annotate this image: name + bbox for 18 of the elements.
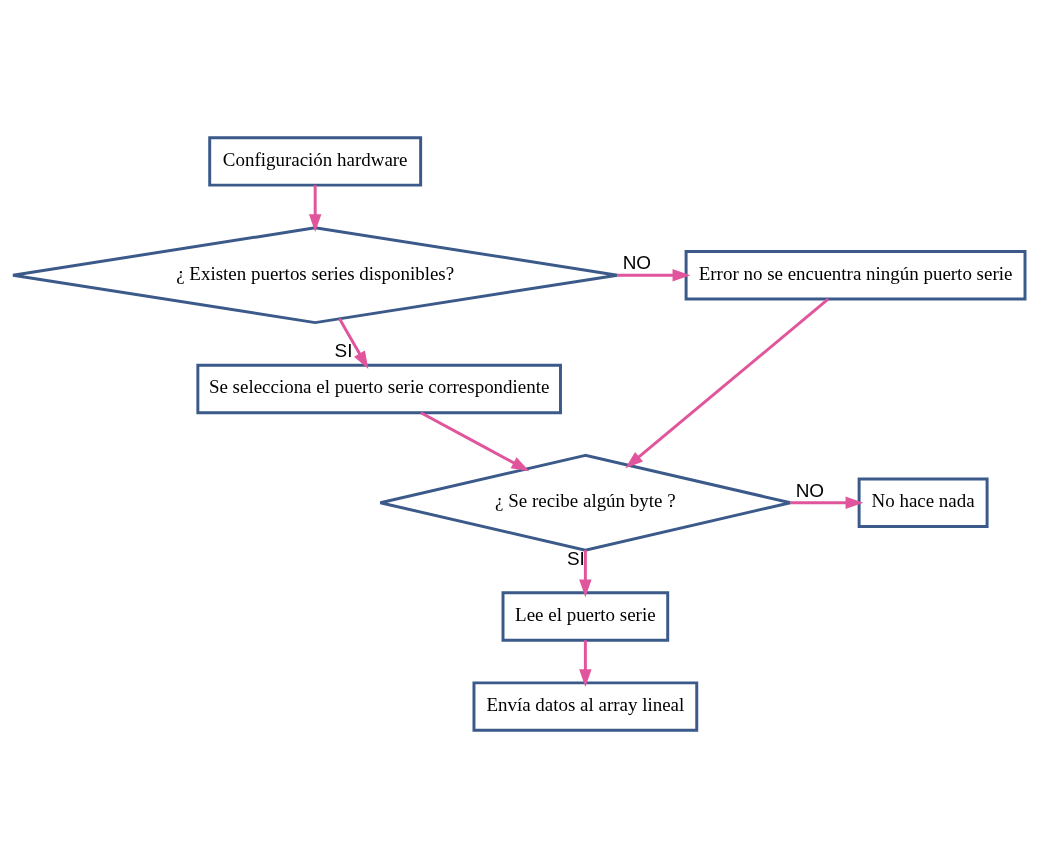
node-box: Envía datos al array lineal (472, 681, 699, 732)
arrow (308, 185, 322, 233)
node-box: Se selecciona el puerto serie correspondiente (196, 363, 562, 415)
node-diamond: ¿ Existen puertos series disponibles? (11, 226, 619, 325)
edge-label: NO (622, 252, 652, 274)
node-box: Configuración hardware (208, 136, 423, 187)
arrow (617, 268, 691, 282)
arrow (338, 318, 369, 369)
edge-label: NO (795, 479, 825, 501)
node-box: No hace nada (857, 477, 989, 528)
node-box: Error no se encuentra ningún puerto serie (684, 250, 1027, 301)
arrow (625, 298, 830, 469)
edge-label: SI (334, 340, 353, 362)
arrow (790, 496, 864, 509)
arrow (579, 550, 592, 598)
arrow (420, 411, 530, 472)
arrow (579, 640, 592, 688)
node-box: Lee el puerto serie (501, 591, 670, 642)
